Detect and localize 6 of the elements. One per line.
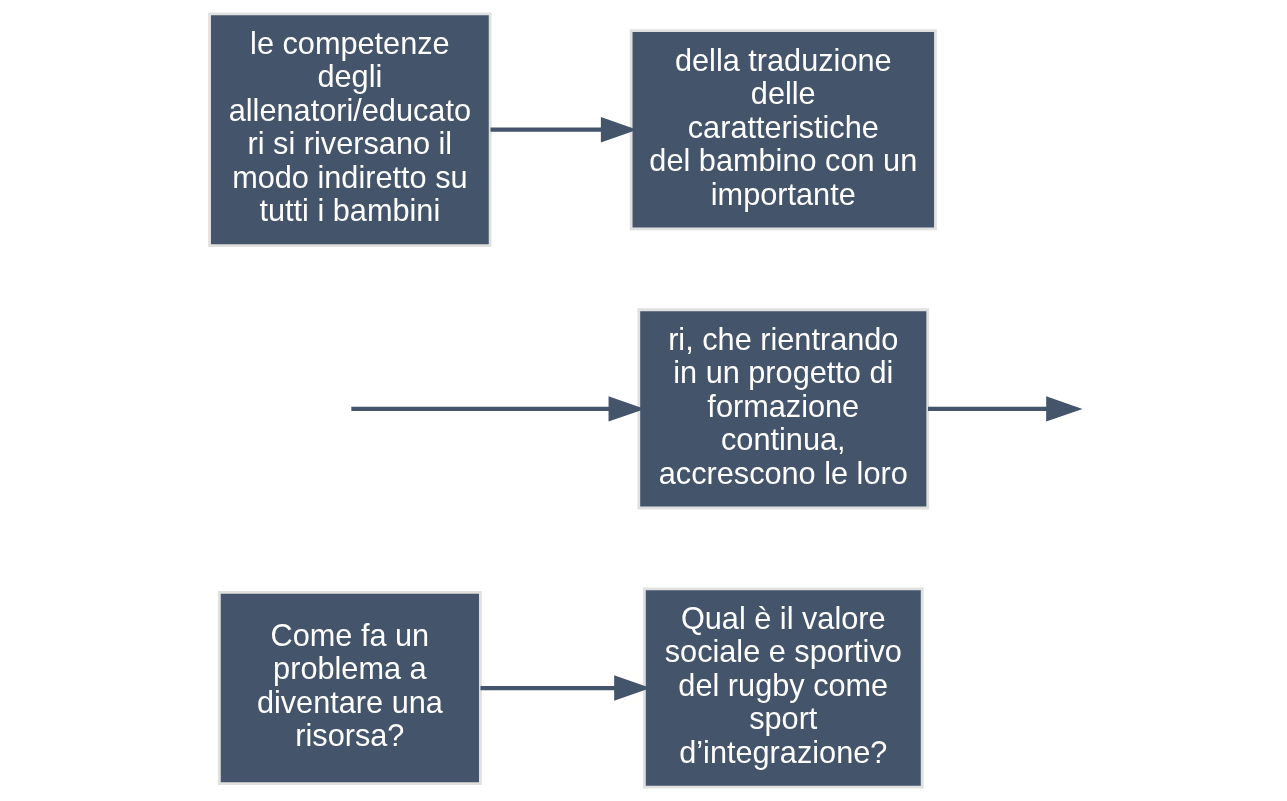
- node-box: Qual è il valore sociale e sportivo del rugby come sport d’integrazione?: [643, 587, 924, 789]
- node-box: ri, che rientrando in un progetto di formazione continua, accrescono le loro: [637, 308, 930, 510]
- node-box: Come fa un problema a diventare una risorsa?: [217, 591, 482, 786]
- node-box: le competenze degli allenatori/educato ri si riversano il modo indiretto su tutti i bambini: [208, 12, 492, 247]
- arrow: [928, 396, 1083, 422]
- node-box: della traduzione delle caratteristiche del bambino con un importante: [629, 29, 937, 231]
